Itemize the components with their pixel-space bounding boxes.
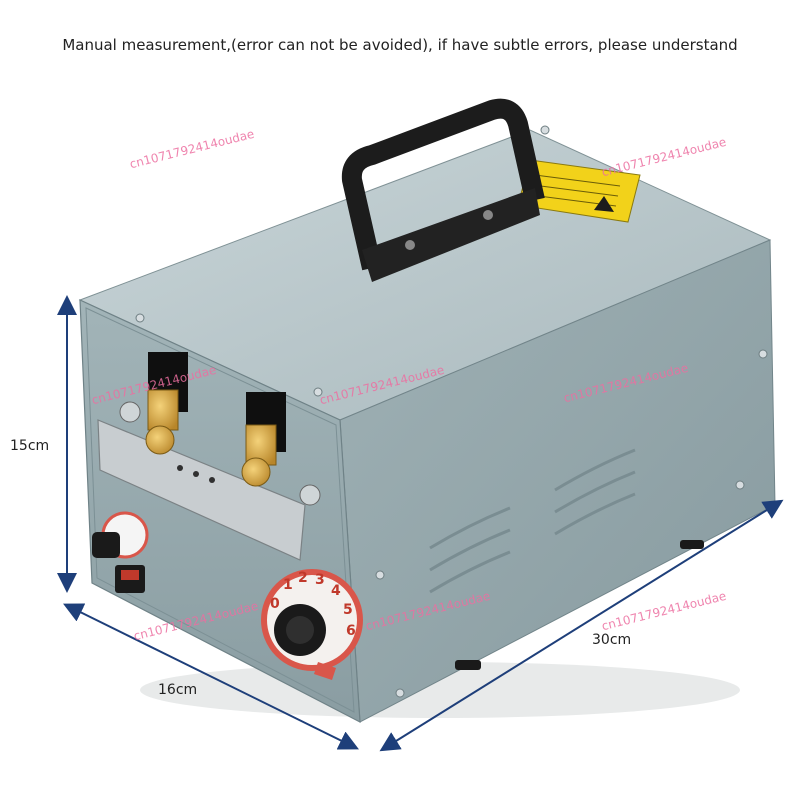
carry-handle[interactable] [341, 98, 545, 282]
dial-number-3: 3 [315, 572, 325, 588]
depth-label: 16cm [158, 682, 198, 698]
dial-number-0: 0 [270, 596, 280, 612]
electrode-right[interactable] [241, 424, 321, 506]
depth-arrow [63, 603, 359, 750]
length-arrow [379, 499, 784, 752]
foot [680, 540, 704, 549]
electrode-left[interactable] [119, 389, 179, 455]
warning-triangle-icon [594, 196, 614, 212]
height-label: 15cm [10, 438, 50, 454]
small-dial[interactable] [92, 511, 149, 559]
foot [455, 660, 481, 670]
dial-number-4: 4 [331, 583, 341, 599]
caption-text: Manual measurement,(error can not be avo… [62, 36, 738, 54]
dial-number-2: 2 [298, 570, 308, 586]
dial-number-6: 6 [346, 623, 356, 639]
dial-number-1: 1 [283, 577, 293, 593]
length-label: 30cm [592, 632, 632, 648]
electrode-bracket [97, 419, 306, 561]
dial-number-5: 5 [343, 602, 353, 618]
